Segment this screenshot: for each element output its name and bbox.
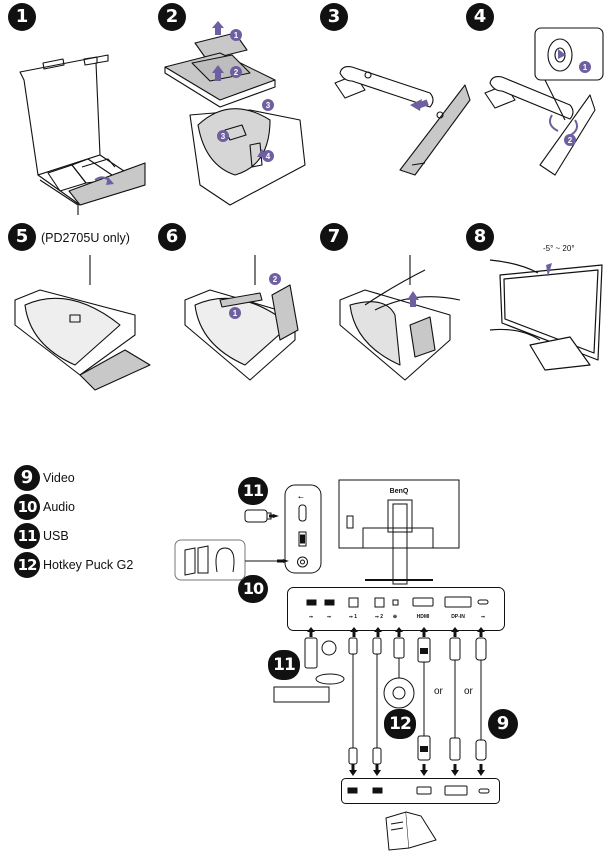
arrow-right-icon [273,514,279,518]
svg-text:⊕: ⊕ [393,614,397,620]
pc-tower-icon [385,811,437,851]
step-8-illustration [489,259,603,371]
pc-displayport-port [444,785,468,796]
usb-a-port-1 [306,599,317,606]
pc-usb-a-port-1 [347,787,358,794]
monitor-brand-logo: BenQ [390,488,409,495]
svg-text:4: 4 [266,152,271,161]
mini-usb-port [392,599,399,606]
legend-badge-12: 12 [14,552,40,578]
svg-text:2: 2 [568,136,573,145]
usb-flash-drive-icon [244,509,268,523]
callout-badge-side-audio: 10 [238,575,268,603]
svg-text:⭢ 2: ⭢ 2 [375,614,383,620]
svg-text:3: 3 [266,101,271,110]
webcam-icon [321,640,337,656]
arrow-right-icon [283,559,289,563]
step-badge-1: 1 [8,3,36,31]
hdmi-port [412,597,434,607]
svg-text:⭢: ⭢ [327,614,331,620]
hdmi-label: HDMI [417,614,430,620]
step-badge-3: 3 [320,3,348,31]
legend-label: Hotkey Puck G2 [43,558,134,572]
mouse-icon [315,673,345,685]
svg-text:⭢ 1: ⭢ 1 [349,614,357,620]
usb-symbol-icon: ⭠ [298,493,304,501]
svg-text:2: 2 [234,68,239,77]
step-5-illustration [14,255,151,391]
pc-usb-c-port [478,788,490,794]
tilt-angle-label: -5° ~ 20° [543,244,575,253]
legend-label: Audio [43,500,75,514]
legend-item-hotkey-puck: 12 Hotkey Puck G2 [14,552,133,578]
callout-badge-side-usb: 11 [238,477,268,505]
side-port-panel [284,484,322,574]
svg-text:1: 1 [234,31,239,40]
step-badge-4: 4 [466,3,494,31]
callout-badge-video: 9 [488,709,518,739]
usb-b-port-2 [374,597,385,608]
svg-text:1: 1 [233,309,238,318]
step-3-illustration [334,66,471,176]
step-badge-7: 7 [320,223,348,251]
svg-text:⭢: ⭢ [481,614,485,620]
callout-badge-puck: 12 [384,709,416,739]
step-5-note: (PD2705U only) [41,231,130,245]
speakers-headphones-box [174,539,246,581]
usb-a-port-2 [324,599,335,606]
legend-item-video: 9 Video [14,465,75,491]
usb-flash-drive-icon [304,637,318,669]
pc-port-panel [341,778,500,851]
dp-in-label: DP-IN [451,614,465,620]
step-badge-8: 8 [466,223,494,251]
displayport-port [444,596,472,608]
step-4-illustration: 12 [484,27,604,176]
step-badge-5: 5 [8,223,36,251]
legend-badge-11: 11 [14,523,40,549]
svg-text:2: 2 [273,275,278,284]
usb-b-port-1 [348,597,359,608]
rear-port-panel: ⭢ ⭢ ⭢ 1 ⭢ 2 ⊕ HDMI DP-IN ⭢ [287,587,505,631]
or-label-2: or [464,686,473,697]
usb-c-port-icon [298,504,307,522]
callout-badge-usb: 11 [268,650,300,680]
keyboard-icon [273,686,330,703]
arrow-icon [106,177,114,185]
legend-badge-10: 10 [14,494,40,520]
pc-hdmi-port [416,786,432,795]
svg-text:1: 1 [583,63,588,72]
step-badge-6: 6 [158,223,186,251]
monitor-rear-view: BenQ [338,479,460,585]
step-1-illustration [19,54,146,215]
headphone-jack-icon [297,556,308,568]
legend-item-usb: 11 USB [14,523,69,549]
svg-text:⭢: ⭢ [309,614,313,620]
step-7-illustration [339,255,461,381]
legend-item-audio: 10 Audio [14,494,75,520]
step-badge-2: 2 [158,3,186,31]
svg-text:3: 3 [221,132,226,141]
legend-label: Video [43,471,75,485]
legend-label: USB [43,529,69,543]
step-6-illustration: 12 [184,255,299,381]
or-label-1: or [434,686,443,697]
pc-usb-a-port-2 [372,787,383,794]
step-2-illustration: 1 2 3 3 4 [164,21,306,206]
cable-diagram [273,627,487,776]
usb-c-port [477,599,489,605]
side-panel-diagram: ⭠ [174,484,322,581]
legend-badge-9: 9 [14,465,40,491]
